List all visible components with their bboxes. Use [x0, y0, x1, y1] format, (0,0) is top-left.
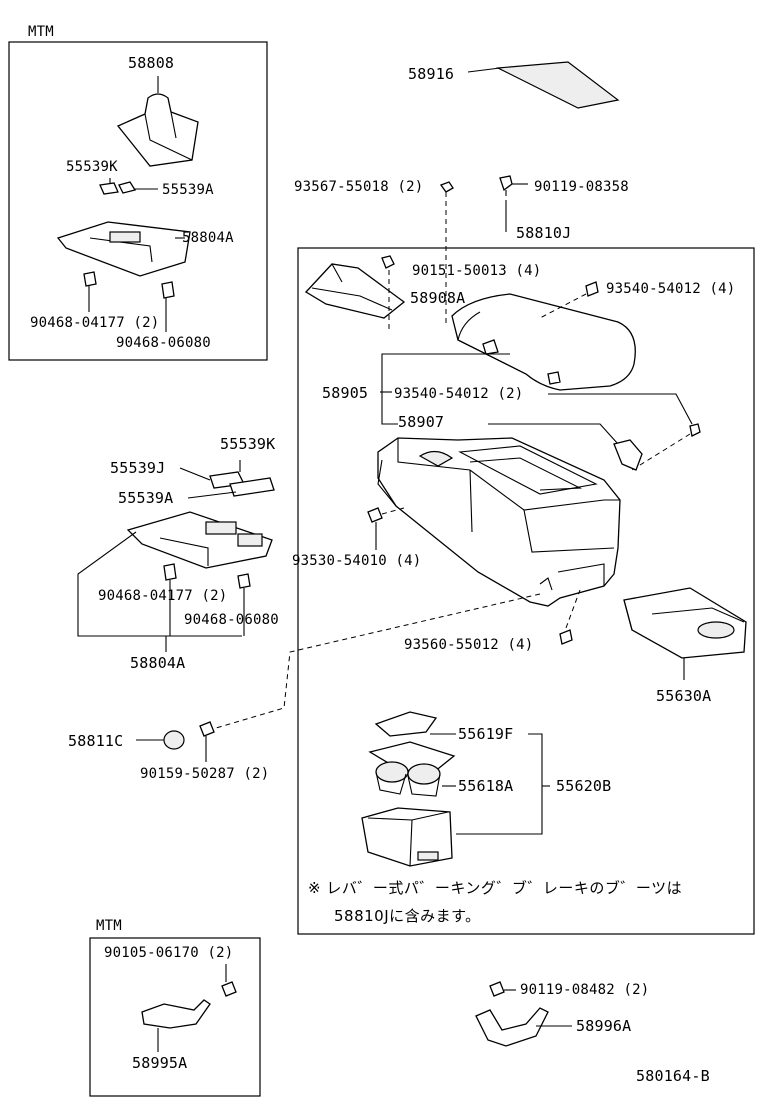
part-label: 93567-55018 (2) [294, 179, 424, 195]
clip-90468-06080-top [161, 281, 175, 299]
part-label: 55618A [458, 777, 514, 795]
part-label: 55539J [110, 459, 166, 477]
part-label: 90159-50287 (2) [140, 766, 270, 782]
part-label: 90151-50013 (4) [412, 263, 542, 279]
part-label: 90119-08358 [534, 179, 629, 195]
plug-58811C [136, 730, 185, 750]
screw-93560 [559, 589, 581, 645]
screw-93530 [367, 507, 405, 550]
cup-holder-55630A [623, 587, 747, 680]
part-label: 58804A [130, 654, 186, 672]
pad-58916 [495, 61, 620, 109]
bezel-58804A-bottom [126, 511, 273, 569]
screw-90159 [199, 721, 215, 762]
armrest-lid [451, 293, 636, 391]
clips-55539-b [179, 460, 275, 499]
mtm-bottom-box [89, 937, 261, 1097]
part-label: 55620B [556, 777, 612, 795]
group-label-mtm-top: MTM [28, 24, 54, 40]
bracket-58995A [141, 964, 237, 1052]
bezel-58804A-top [56, 221, 191, 277]
clip-90468-04177-b [163, 563, 177, 581]
console-body-58810J [377, 437, 621, 607]
part-label: 55539K [220, 435, 276, 453]
part-label: 58907 [398, 413, 445, 431]
part-label: 90105-06170 (2) [104, 945, 234, 961]
clip-90468-06080-b [237, 573, 251, 589]
part-label: 55539K [66, 159, 118, 175]
clip-90468-04177-top [83, 271, 97, 287]
housing-55620B-base [361, 807, 453, 867]
part-label: 58905 [322, 384, 369, 402]
part-label: 58811C [68, 732, 124, 750]
note-line-2: 58810Jに含みます。 [334, 907, 481, 925]
part-label: 58995A [132, 1054, 188, 1072]
group-label-mtm-bottom: MTM [96, 918, 122, 934]
part-label: 90119-08482 (2) [520, 982, 650, 998]
screw-93540-a [539, 281, 599, 319]
part-label: 55539A [162, 182, 214, 198]
hinge-58907 [613, 439, 643, 471]
part-label: 90468-06080 [184, 612, 279, 628]
part-label: 55630A [656, 687, 712, 705]
clips-55539 [99, 178, 158, 195]
screw-93540-b [689, 423, 701, 437]
part-label: 58810J [516, 224, 572, 242]
lid-55619F [374, 711, 456, 737]
part-label: 58808 [128, 54, 175, 72]
part-label: 93540-54012 (4) [606, 281, 736, 297]
part-label: 55539A [118, 489, 174, 507]
part-label: 90468-06080 [116, 335, 211, 351]
shift-boot-58808 [116, 76, 199, 167]
part-label: 58916 [408, 65, 455, 83]
screw-90151 [381, 255, 395, 330]
cup-holder-55618A [368, 741, 456, 797]
part-label: 93530-54010 (4) [292, 553, 422, 569]
diagram-id: 580164-B [636, 1067, 710, 1085]
part-label: 58804A [182, 230, 234, 246]
bracket-58908A [304, 263, 406, 319]
screw-93567 [439, 181, 454, 326]
part-label: 93540-54012 (2) [394, 386, 524, 402]
bracket-58996A [475, 981, 572, 1047]
console-box [297, 247, 755, 935]
screw-90119-08358 [499, 175, 528, 232]
part-label: 93560-55012 (4) [404, 637, 534, 653]
part-label: 55619F [458, 725, 514, 743]
note-line-1: ※ レバ゛ー式パ゛ーキング゛ブ゛レーキのブ゛ーツは [308, 879, 683, 897]
part-label: 58996A [576, 1017, 632, 1035]
part-label: 90468-04177 (2) [98, 588, 228, 604]
part-label: 90468-04177 (2) [30, 315, 160, 331]
mtm-top-box [8, 41, 268, 361]
part-label: 58908A [410, 289, 466, 307]
